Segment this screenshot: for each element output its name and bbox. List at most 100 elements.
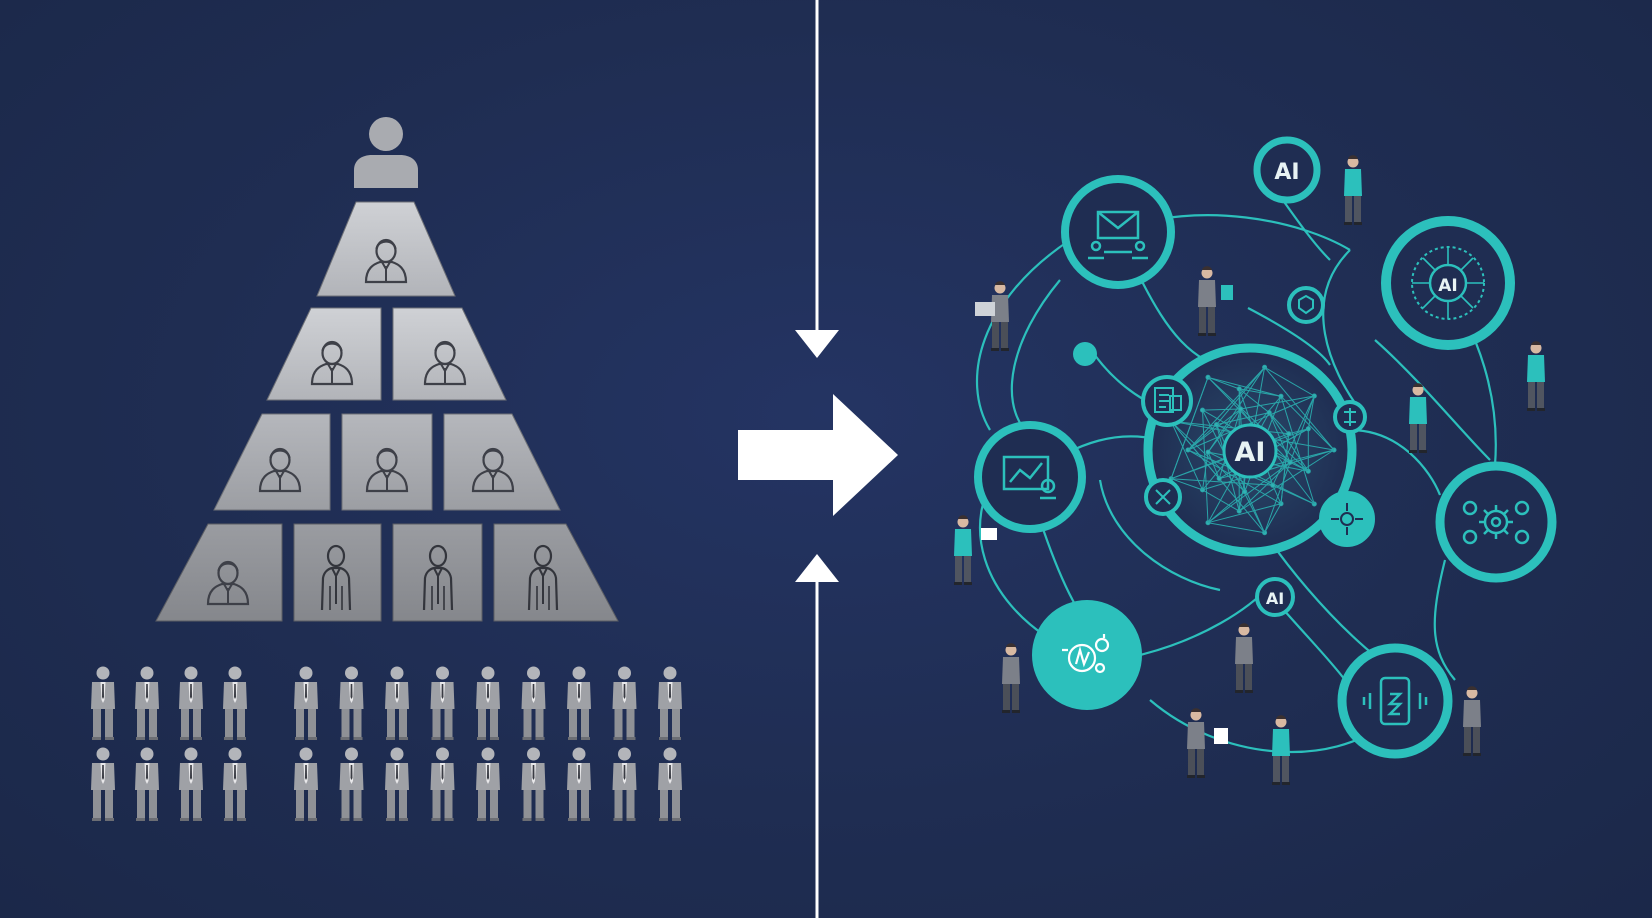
mesh-line	[1207, 451, 1220, 479]
worker-figure	[179, 747, 203, 821]
network-icon	[1344, 408, 1356, 426]
person-paper	[1187, 708, 1228, 778]
mesh-line	[1280, 396, 1315, 505]
worker-figure	[223, 666, 247, 740]
mesh-line	[1202, 489, 1240, 512]
mesh-line	[1207, 491, 1246, 524]
hub-label: AI	[1235, 437, 1266, 468]
document-icon	[1154, 387, 1182, 413]
network-people	[954, 155, 1545, 785]
mesh-line	[1207, 461, 1291, 524]
worker-figure	[521, 666, 546, 740]
pyramid-row-1	[316, 201, 456, 297]
node-meeting	[1061, 175, 1175, 289]
ai-network: AI AI	[974, 136, 1557, 759]
person-standing	[1409, 383, 1427, 453]
hub-satellites: AI	[1073, 286, 1375, 617]
person-laptop	[975, 281, 1009, 351]
worker-figure	[567, 666, 591, 740]
small-ai-label: AI	[1266, 589, 1284, 608]
worker-figure	[476, 747, 500, 821]
worker-figure	[567, 747, 591, 821]
person-standing	[1002, 643, 1020, 713]
person-tablet	[1198, 266, 1233, 336]
person-standing	[1344, 155, 1362, 225]
worker-figure	[521, 747, 546, 821]
mesh-line	[1272, 485, 1282, 504]
worker-figure	[223, 747, 247, 821]
arrow-up-icon	[795, 554, 839, 582]
worker-figure	[658, 747, 682, 821]
mesh-line	[1207, 376, 1240, 390]
worker-figure	[294, 666, 318, 740]
mesh-line	[1207, 367, 1266, 453]
pyramid-row-4	[155, 523, 619, 622]
shield-icon	[1298, 294, 1314, 315]
mesh-line	[1289, 461, 1309, 472]
worker-figure	[339, 666, 364, 740]
mesh-line	[1268, 412, 1309, 472]
mesh-line	[1238, 388, 1270, 413]
worker-figure	[476, 666, 500, 740]
mesh-line	[1170, 478, 1203, 491]
node-gears	[1435, 461, 1557, 583]
dashboard-icon	[1002, 455, 1056, 500]
mesh-line	[1187, 366, 1265, 451]
mesh-line	[1264, 366, 1315, 397]
worker-figure	[135, 747, 159, 821]
ai-hub: AI	[1143, 343, 1357, 557]
worker-figure	[135, 666, 159, 740]
hierarchy-pyramid	[155, 117, 619, 622]
worker-figure	[339, 747, 364, 821]
mesh-line	[1288, 428, 1309, 435]
mesh-line	[1187, 424, 1217, 451]
mesh-line	[1264, 503, 1282, 533]
arrow-right-icon	[738, 394, 898, 516]
mesh-line	[1280, 433, 1290, 504]
ai-circuit-icon: AI	[1438, 276, 1457, 296]
person-clipboard	[954, 515, 997, 585]
worker-figure	[658, 666, 682, 740]
brain-gear-icon	[1062, 634, 1110, 674]
mesh-line	[1207, 376, 1282, 397]
node-ai-chip: AI	[1381, 216, 1515, 350]
node-dashboard	[974, 421, 1086, 533]
tools-icon	[1155, 489, 1171, 505]
mesh-line	[1264, 366, 1335, 451]
worker-figure	[179, 666, 203, 740]
person-standing	[1235, 623, 1253, 693]
circuit-icon	[1331, 503, 1363, 535]
svg-text:AI: AI	[1274, 160, 1299, 185]
mesh-node	[1205, 449, 1211, 455]
mesh-line	[1171, 478, 1273, 486]
center-divider	[738, 0, 898, 918]
mesh-line	[1202, 408, 1241, 411]
mesh-line	[1280, 395, 1335, 451]
mesh-line	[1238, 449, 1335, 512]
worker-figure	[385, 747, 409, 821]
leader-figure	[354, 117, 418, 188]
pyramid-row-2	[266, 307, 507, 401]
person-standing	[1527, 341, 1545, 411]
mesh-line	[1207, 503, 1282, 524]
mesh-line	[1216, 424, 1240, 512]
meeting-icon	[1088, 210, 1148, 260]
worker-figure	[430, 747, 455, 821]
gears-icon	[1462, 500, 1530, 545]
mesh-line	[1170, 377, 1209, 479]
mesh-line	[1207, 408, 1242, 453]
node-phone	[1337, 643, 1453, 759]
worker-figure	[294, 747, 318, 821]
node-brain	[1032, 600, 1142, 710]
mesh-line	[1238, 462, 1291, 512]
worker-figure	[91, 747, 115, 821]
person-standing	[1463, 686, 1481, 756]
pyramid-row-3	[213, 413, 561, 511]
mesh-line	[1216, 412, 1270, 426]
mesh-line	[1187, 449, 1282, 505]
worker-figure	[612, 666, 637, 740]
mesh-line	[1202, 452, 1209, 490]
mesh-node	[1238, 406, 1244, 412]
